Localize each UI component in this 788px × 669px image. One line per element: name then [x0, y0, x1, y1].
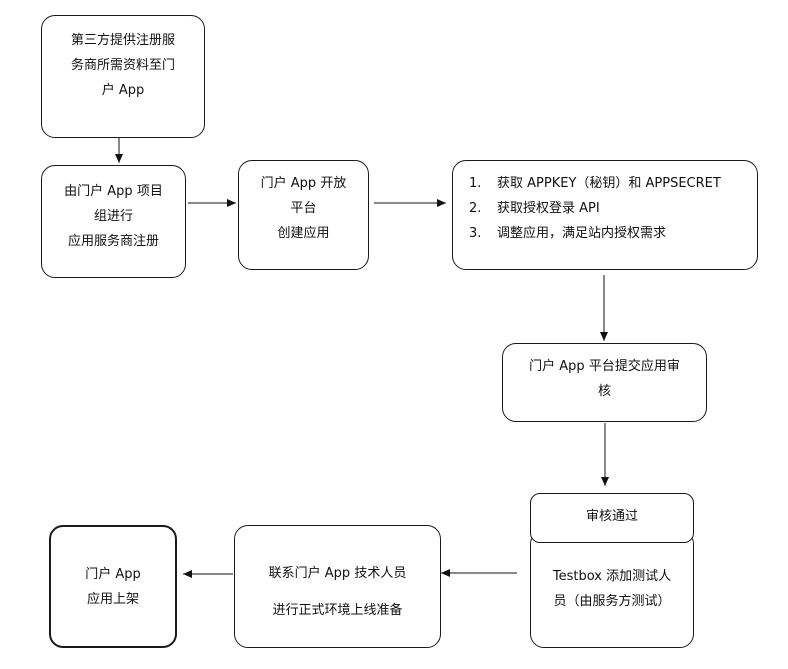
- node-text-line: 创建应用: [277, 226, 330, 241]
- node-register: 由门户 App 项目 组进行 应用服务商注册: [41, 165, 186, 278]
- node-text-line: 组进行: [93, 209, 133, 224]
- node-text-line: 第三方提供注册服: [70, 33, 175, 48]
- node-testbox: Testbox 添加测试人 员（由服务方测试）: [530, 530, 694, 648]
- node-text-line: 联系门户 App 技术人员: [268, 566, 407, 581]
- list-item-text: 获取授权登录 API: [497, 201, 600, 216]
- node-text-line: 核: [597, 384, 611, 399]
- list-item-number: 3.: [469, 226, 482, 241]
- node-text-line: 应用上架: [86, 592, 139, 607]
- node-text-line: 由门户 App 项目: [64, 184, 163, 199]
- list-item: 1. 获取 APPKEY（秘钥）和 APPSECRET: [469, 171, 721, 196]
- list-item-number: 1.: [469, 176, 482, 191]
- list-item-number: 2.: [469, 201, 482, 216]
- node-third-party: 第三方提供注册服 务商所需资料至门 户 App: [41, 15, 205, 138]
- node-text-line: 门户 App: [85, 567, 141, 582]
- node-text-line: 进行正式环境上线准备: [272, 603, 403, 618]
- node-text-line: 审核通过: [585, 509, 638, 524]
- node-approved: 审核通过: [530, 493, 694, 543]
- list-item-text: 获取 APPKEY（秘钥）和 APPSECRET: [497, 176, 721, 191]
- node-contact: 联系门户 App 技术人员 进行正式环境上线准备: [234, 525, 441, 648]
- list-item: 3. 调整应用，满足站内授权需求: [469, 221, 721, 246]
- node-create-app: 门户 App 开放 平台 创建应用: [238, 160, 369, 270]
- node-steps: 1.获取 APPKEY（秘钥）和 APPSECRET 2.获取授权登录 API …: [452, 160, 758, 270]
- node-submit-review: 门户 App 平台提交应用审 核: [502, 343, 707, 422]
- node-text-line: 应用服务商注册: [67, 234, 159, 249]
- node-text-line: 务商所需资料至门: [70, 58, 175, 73]
- node-text-line: 门户 App 平台提交应用审: [529, 359, 680, 374]
- node-text-line: 户 App: [101, 83, 145, 98]
- node-text-line: Testbox 添加测试人: [552, 569, 672, 584]
- list-item: 2. 获取授权登录 API: [469, 196, 721, 221]
- node-text-line: 员（由服务方测试）: [553, 594, 671, 609]
- node-launch: 门户 App 应用上架: [49, 525, 177, 648]
- node-text-line: 门户 App 开放: [260, 176, 347, 191]
- list-item-text: 调整应用，满足站内授权需求: [497, 226, 667, 241]
- steps-list: 1.获取 APPKEY（秘钥）和 APPSECRET 2.获取授权登录 API …: [469, 171, 721, 246]
- node-text-line: 平台: [290, 201, 317, 216]
